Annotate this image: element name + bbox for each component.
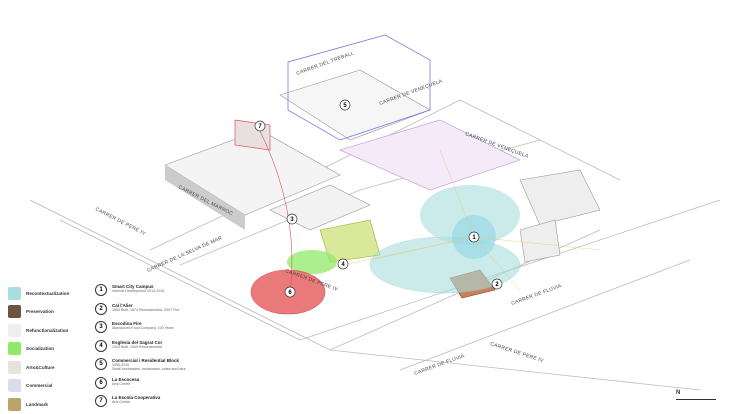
legend-item-recontextualization: Recontextualization bbox=[8, 284, 98, 303]
svg-text:6: 6 bbox=[288, 290, 292, 296]
cube-icon bbox=[8, 379, 21, 393]
marker-5: 5 bbox=[339, 99, 351, 111]
svg-text:CARRER DE FLUVIÀ: CARRER DE FLUVIÀ bbox=[413, 352, 466, 377]
cube-icon bbox=[8, 286, 21, 300]
marker-4: 4 bbox=[337, 258, 349, 270]
svg-text:4: 4 bbox=[341, 262, 345, 268]
svg-text:CARRER DE LA SELVA DE MAR: CARRER DE LA SELVA DE MAR bbox=[146, 235, 223, 274]
site-markers: 1 2 3 4 5 6 7 bbox=[254, 99, 503, 298]
svg-text:7: 7 bbox=[258, 124, 262, 130]
svg-text:3: 3 bbox=[290, 217, 294, 223]
svg-text:CARRER DEL TREBALL: CARRER DEL TREBALL bbox=[296, 50, 355, 76]
svg-text:1: 1 bbox=[472, 235, 476, 241]
marker-3: 3 bbox=[286, 213, 298, 225]
cube-icon bbox=[8, 360, 21, 374]
cube-icon bbox=[8, 323, 21, 337]
marker-7: 7 bbox=[254, 120, 266, 132]
legend-item-socialization: Socialization bbox=[8, 340, 98, 359]
legend-item-preservation: Preservation bbox=[8, 303, 98, 322]
category-legend: Recontextualization Preservation Refunct… bbox=[8, 284, 98, 414]
cube-icon bbox=[8, 397, 21, 411]
scale-bar bbox=[676, 399, 716, 400]
marker-1: 1 bbox=[468, 231, 480, 243]
zones bbox=[250, 126, 601, 315]
svg-text:CARRER DE FLUVIÀ: CARRER DE FLUVIÀ bbox=[510, 282, 563, 307]
marker-6: 6 bbox=[284, 286, 296, 298]
svg-text:CARRER DE PERE IV: CARRER DE PERE IV bbox=[94, 206, 147, 237]
cube-icon bbox=[8, 342, 21, 356]
legend-item-commercial: Commercial bbox=[8, 377, 98, 396]
legend-item-refunctionalization: Refunctionalization bbox=[8, 321, 98, 340]
north-arrow-label: N bbox=[676, 390, 681, 396]
marker-2: 2 bbox=[491, 278, 503, 290]
svg-text:CARRER DE PERE IV: CARRER DE PERE IV bbox=[489, 341, 544, 364]
svg-text:2: 2 bbox=[495, 282, 499, 288]
cube-icon bbox=[8, 305, 21, 319]
legend-item-arts-culture: Arts&Culture bbox=[8, 358, 98, 377]
svg-text:5: 5 bbox=[343, 103, 347, 109]
legend-item-landmark: Landmark bbox=[8, 395, 98, 414]
